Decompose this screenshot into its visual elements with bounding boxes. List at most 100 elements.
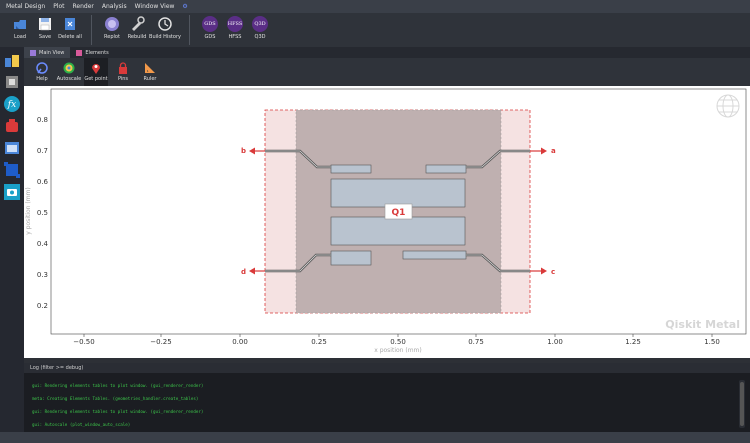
gds-label: GDS [204,34,216,40]
replot-icon [104,16,120,32]
save-button[interactable]: Save [33,13,57,47]
status-bar [0,432,750,443]
map-pin-icon [92,64,100,74]
menu-analysis[interactable]: Analysis [101,3,127,10]
x-tick-label: 0.75 [468,338,484,346]
autoscale-label: Autoscale [56,76,82,82]
get-point-label: Get point [84,76,108,82]
layers-icon[interactable] [3,161,21,179]
delete-all-label: Delete all [58,34,82,40]
delete-all-icon [62,16,78,32]
log-scrollbar[interactable] [739,380,745,428]
globe-icon [716,94,740,118]
rebuild-icon [129,16,145,32]
log-scroll-thumb[interactable] [740,382,744,426]
y-tick-label: 0.6 [37,178,49,186]
rebuild-label: Rebuild [127,34,147,40]
watermark: Qiskit Metal [665,318,740,331]
tab-main-view[interactable]: Main View [24,47,71,58]
log-line: gui: Rendering elements tables to plot w… [32,383,204,388]
replot-button[interactable]: Replot [100,13,124,47]
qubit-pad-bottom[interactable] [330,216,466,246]
pin-label-a: a [551,147,556,155]
load-icon [12,16,28,32]
toolbar-divider [91,15,92,45]
help-icon [36,62,48,74]
window-icon[interactable] [3,139,21,157]
pins-label: Pins [117,76,129,82]
left-sidebar: fx [0,47,24,443]
tab-main-view-label: Main View [39,49,65,56]
log-line: gui: Autoscale (plot_window_auto_scale) [32,422,131,427]
menu-render[interactable]: Render [72,3,94,10]
ruler-button[interactable]: Ruler [138,58,162,86]
y-tick-label: 0.4 [37,240,49,248]
library-icon[interactable] [3,73,21,91]
variables-icon[interactable]: fx [3,95,21,113]
design-plot[interactable]: a b c d Q1 −0.50 −0.25 0.00 0.25 0.50 0.… [24,86,750,358]
y-axis-label: y position (mm) [25,187,32,235]
pin-label-d: d [241,268,246,276]
menu-metal-design[interactable]: Metal Design [6,3,46,10]
x-tick-marks [83,334,713,337]
gds-button[interactable]: GDS GDS [198,13,222,47]
log-line: meta: Creating Elements Tables. (geometr… [32,396,199,401]
ruler-label: Ruler [143,76,157,82]
x-ticks: −0.50 −0.25 0.00 0.25 0.50 0.75 1.00 1.2… [73,338,720,346]
plot-canvas[interactable]: a b c d Q1 −0.50 −0.25 0.00 0.25 0.50 0.… [24,86,750,358]
get-point-button[interactable]: Get point [84,58,108,86]
hfss-icon: HFSS [227,16,243,32]
autoscale-button[interactable]: Autoscale [57,58,81,86]
x-tick-label: 1.50 [704,338,720,346]
elements-icon [76,49,83,56]
lock-icon [119,62,127,74]
pins-button[interactable]: Pins [111,58,135,86]
connection-pad-b[interactable] [330,164,372,174]
x-tick-label: 0.25 [311,338,327,346]
replot-label: Replot [104,34,120,40]
menu-window-view[interactable]: Window View [134,3,175,10]
build-history-label: Build History [149,34,181,40]
screenshot-icon[interactable] [3,183,21,201]
x-tick-label: 1.00 [547,338,563,346]
x-tick-label: −0.50 [73,338,94,346]
y-tick-label: 0.7 [37,147,48,155]
log-title[interactable]: Log (filter >= debug) [30,365,84,371]
load-button[interactable]: Load [8,13,32,47]
user-icon[interactable]: ⚙ [182,3,188,10]
load-label: Load [14,34,26,40]
build-history-button[interactable]: Build History [149,13,181,47]
pin-label-c: c [551,268,555,276]
x-tick-label: 0.00 [232,338,248,346]
connectors-icon[interactable] [3,117,21,135]
x-tick-label: 1.25 [625,338,641,346]
qubit-label[interactable]: Q1 [392,208,406,218]
log-panel[interactable]: gui: Rendering elements tables to plot w… [24,373,750,432]
pin-label-b: b [241,147,246,155]
delete-all-button[interactable]: Delete all [58,13,82,47]
y-tick-label: 0.5 [37,209,48,217]
components-icon[interactable] [3,51,21,69]
hfss-button[interactable]: HFSS HFSS [223,13,247,47]
menu-plot[interactable]: Plot [53,3,65,10]
tab-elements[interactable]: Elements [70,47,114,58]
main-view-icon [30,49,36,56]
connection-pad-a[interactable] [425,164,467,174]
gds-icon: GDS [202,16,218,32]
help-button[interactable]: Help [30,58,54,86]
y-tick-label: 0.3 [37,271,48,279]
rebuild-button[interactable]: Rebuild [125,13,149,47]
x-tick-label: −0.25 [150,338,171,346]
svg-text:fx: fx [7,100,16,110]
q3d-icon: Q3D [252,16,268,32]
autoscale-icon [63,62,75,74]
q3d-button[interactable]: Q3D Q3D [248,13,272,47]
ruler-icon [145,63,155,73]
connection-pad-c[interactable] [402,250,467,260]
qubit-pad-top[interactable] [330,178,466,208]
main-toolbar: Load Save Delete all Replot Rebuild Buil… [0,13,750,47]
y-ticks: 0.2 0.3 0.4 0.5 0.6 0.7 0.8 [37,116,49,310]
log-line: gui: Rendering elements tables to plot w… [32,409,204,414]
tab-elements-label: Elements [85,49,109,56]
connection-pad-d[interactable] [330,250,372,266]
